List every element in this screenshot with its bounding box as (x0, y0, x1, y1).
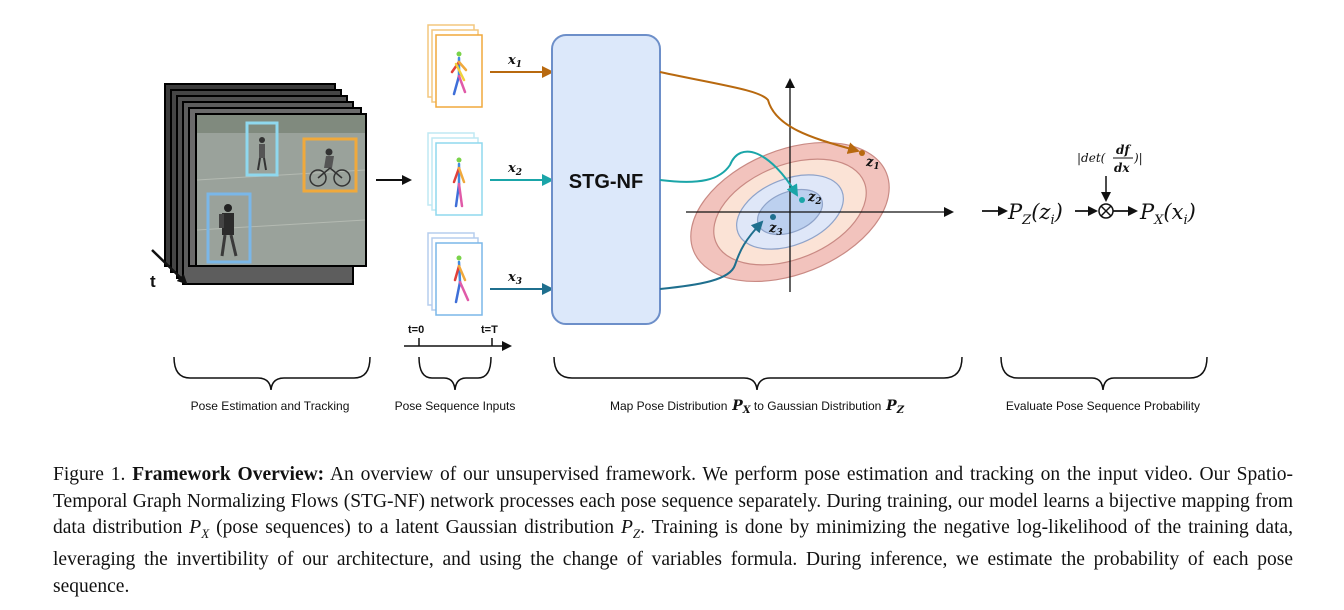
skeleton-icon (453, 255, 470, 304)
person-backpack-icon (219, 204, 238, 257)
brace-map-distribution (553, 356, 963, 391)
pose-sequence-3 (427, 232, 483, 316)
caption-text-2: (pose sequences) to a latent Gaussian di… (216, 517, 615, 538)
latent-label-z1: z1 (865, 155, 880, 172)
pose-sequence-1 (427, 24, 483, 108)
latent-label-z3: z3 (768, 221, 783, 238)
skeleton-icon (452, 157, 466, 208)
gaussian-latent-space (686, 78, 954, 292)
caption-px-symbol: PX (189, 517, 210, 541)
timeline-start-label: t=0 (408, 324, 424, 336)
mapping-curve-z2 (659, 150, 799, 197)
latent-point-z3 (770, 214, 776, 220)
mapping-curve-z1 (659, 71, 860, 154)
latent-label-z2: z2 (807, 190, 822, 207)
video-frame-stack (164, 83, 367, 285)
tracking-box-blue (206, 192, 252, 264)
mapping-curve-z3 (659, 220, 764, 290)
brace-pose-estimation (173, 356, 371, 391)
section-label-evaluate: Evaluate Pose Sequence Probability (1006, 399, 1200, 413)
product-operator-icon (1098, 203, 1114, 219)
tracking-box-orange (302, 137, 358, 193)
df-fraction-den: dx (1114, 161, 1130, 175)
time-arrow (151, 249, 188, 285)
caption-pz-symbol: PZ (620, 517, 641, 541)
brace-evaluate (1000, 356, 1208, 391)
section-label-pose-estimation: Pose Estimation and Tracking (191, 399, 350, 413)
time-label: t (150, 272, 156, 291)
brace-pose-inputs (418, 356, 492, 391)
caption-figure-label: Figure 1. (53, 464, 126, 485)
pz-expression: PZ(zi) (1007, 200, 1063, 228)
probability-evaluation: |det( df dx )| PZ(zi) PX(xi) (982, 143, 1196, 228)
pose-sequence-2 (427, 132, 483, 216)
input-label-x3: x3 (507, 270, 522, 287)
stg-nf-block (551, 34, 661, 325)
caption-text-1: An overview of our unsupervised framewor… (53, 464, 1293, 538)
section-label-map-distribution: Map Pose Distribution PX to Gaussian Dis… (610, 398, 905, 416)
det-jacobian-label: |det( (1077, 151, 1106, 165)
timeline: t=0 t=T (404, 324, 512, 351)
input-label-x2: x2 (507, 161, 522, 178)
px-expression: PX(xi) (1139, 200, 1196, 228)
caption-title: Framework Overview: (132, 464, 325, 485)
caption-text-3: . Training is done by minimizing the neg… (53, 517, 1294, 597)
cyclist-icon (309, 148, 351, 187)
timeline-end-label: t=T (481, 324, 498, 336)
stg-nf-label: STG-NF (569, 171, 643, 193)
skeleton-icon (450, 51, 468, 96)
df-fraction-num: df (1116, 143, 1131, 157)
input-label-x1: x1 (507, 53, 522, 70)
latent-point-z2 (799, 197, 805, 203)
section-label-pose-inputs: Pose Sequence Inputs (395, 399, 516, 413)
framework-diagram: t (150, 24, 1208, 416)
svg-text:)|: )| (1133, 151, 1143, 165)
figure-caption: Figure 1. Framework Overview: An overvie… (53, 462, 1293, 600)
latent-point-z1 (859, 150, 865, 156)
person-walking-icon (257, 137, 267, 171)
tracking-box-cyan (245, 121, 279, 177)
